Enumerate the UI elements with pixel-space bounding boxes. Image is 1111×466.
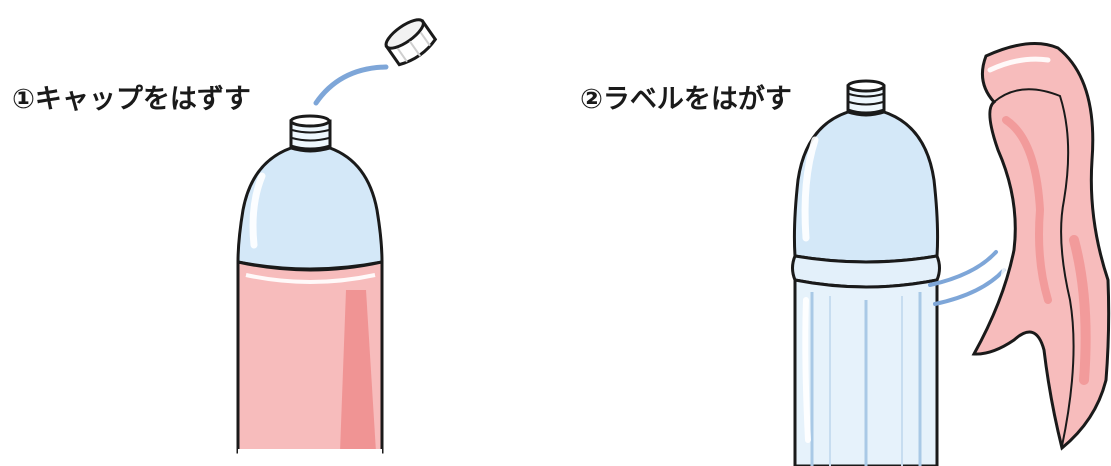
step2-caption: ②ラベルをはがす — [580, 84, 792, 115]
peel-motion-lines — [928, 250, 1006, 306]
bottle-cap — [384, 18, 438, 67]
step1-caption: ①キャップをはずす — [12, 84, 251, 115]
bottle2-shoulder — [792, 110, 940, 264]
step1-bottle — [236, 114, 384, 455]
step2-bottle — [791, 79, 941, 466]
peeled-label — [971, 42, 1111, 451]
bottle1-shoulder — [236, 146, 384, 271]
bottle1-neck — [289, 119, 332, 151]
cap-motion-arc — [313, 64, 389, 106]
bottle2-neck — [846, 84, 886, 115]
bottle1-mouth — [289, 114, 331, 128]
